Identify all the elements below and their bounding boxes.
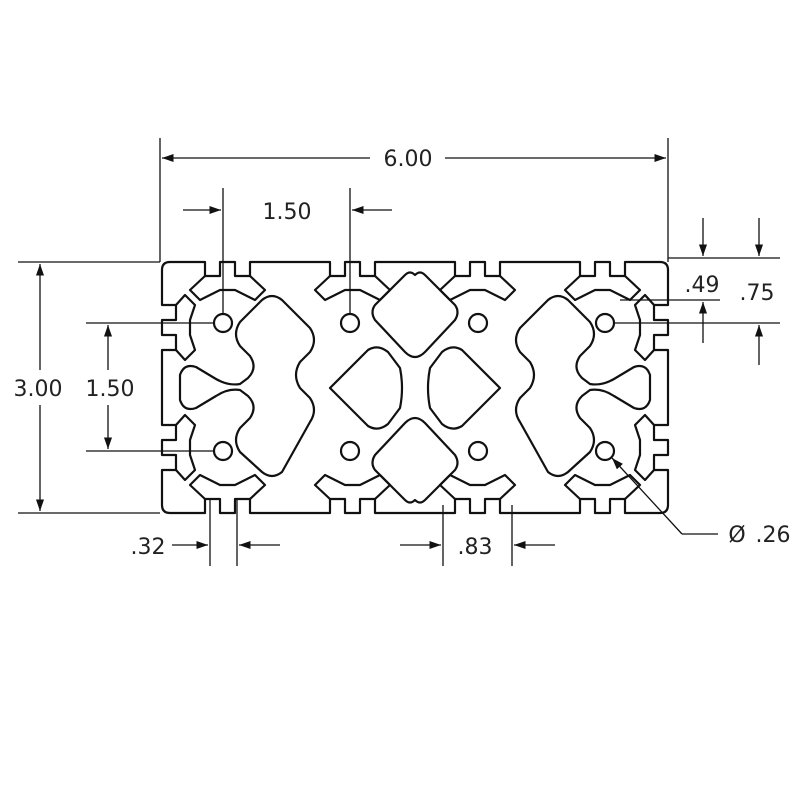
hole-top-1 bbox=[212, 312, 234, 334]
dimension-edge-offsets: .49 .75 bbox=[614, 218, 780, 365]
profile-outer-boundary bbox=[160, 260, 670, 515]
t-slot-left-1 bbox=[175, 293, 197, 362]
cavity-right-cross bbox=[514, 294, 652, 478]
slot-opening-label: .32 bbox=[131, 535, 166, 560]
t-slot-bottom-1 bbox=[188, 473, 267, 500]
horizontal-pitch-label: 1.50 bbox=[263, 200, 312, 225]
dimension-horizontal-pitch: 1.50 bbox=[183, 188, 392, 314]
hole-top-2 bbox=[339, 312, 361, 334]
hole-diameter-label: .26 bbox=[756, 523, 791, 548]
dimension-slot-opening: .32 bbox=[131, 499, 280, 566]
cavity-mid-left bbox=[328, 346, 404, 430]
cavity-left-cross bbox=[178, 294, 316, 478]
t-slot-right-2 bbox=[633, 413, 655, 482]
dimension-overall-width: 6.00 bbox=[159, 138, 669, 262]
extrusion-profile bbox=[160, 260, 670, 515]
dimension-overall-height: 3.00 bbox=[14, 261, 160, 514]
t-slot-bottom-4 bbox=[563, 473, 642, 500]
overall-width-label: 6.00 bbox=[384, 147, 433, 172]
overall-height-label: 3.00 bbox=[14, 377, 63, 402]
cavity-center-top bbox=[371, 271, 459, 359]
hole-bottom-4 bbox=[594, 440, 616, 462]
hole-bottom-2 bbox=[339, 440, 361, 462]
hole-top-3 bbox=[467, 312, 489, 334]
t-slot-right-1 bbox=[633, 293, 655, 362]
dimension-web-width: .83 bbox=[400, 505, 555, 566]
vertical-pitch-label: 1.50 bbox=[86, 377, 135, 402]
web-width-label: .83 bbox=[458, 535, 493, 560]
t-slot-top-1 bbox=[188, 275, 267, 302]
edge-to-hole-label: .49 bbox=[685, 273, 720, 298]
hole-bottom-3 bbox=[467, 440, 489, 462]
t-slot-top-2 bbox=[313, 275, 392, 302]
cavity-center-bottom bbox=[371, 416, 459, 504]
t-slot-top-4 bbox=[563, 275, 642, 302]
t-slot-bottom-3 bbox=[438, 473, 517, 500]
dimension-hole-diameter: Ø .26 bbox=[611, 457, 791, 548]
t-slot-left-2 bbox=[175, 413, 197, 482]
hole-top-4 bbox=[594, 312, 616, 334]
edge-to-hole-center-label: .75 bbox=[740, 281, 775, 306]
dimension-vertical-pitch: 1.50 bbox=[86, 322, 214, 452]
t-slot-bottom-2 bbox=[313, 473, 392, 500]
cavity-mid-right bbox=[426, 346, 502, 430]
hole-bottom-1 bbox=[212, 440, 234, 462]
diameter-symbol: Ø bbox=[728, 523, 745, 548]
t-slot-top-3 bbox=[438, 275, 517, 302]
